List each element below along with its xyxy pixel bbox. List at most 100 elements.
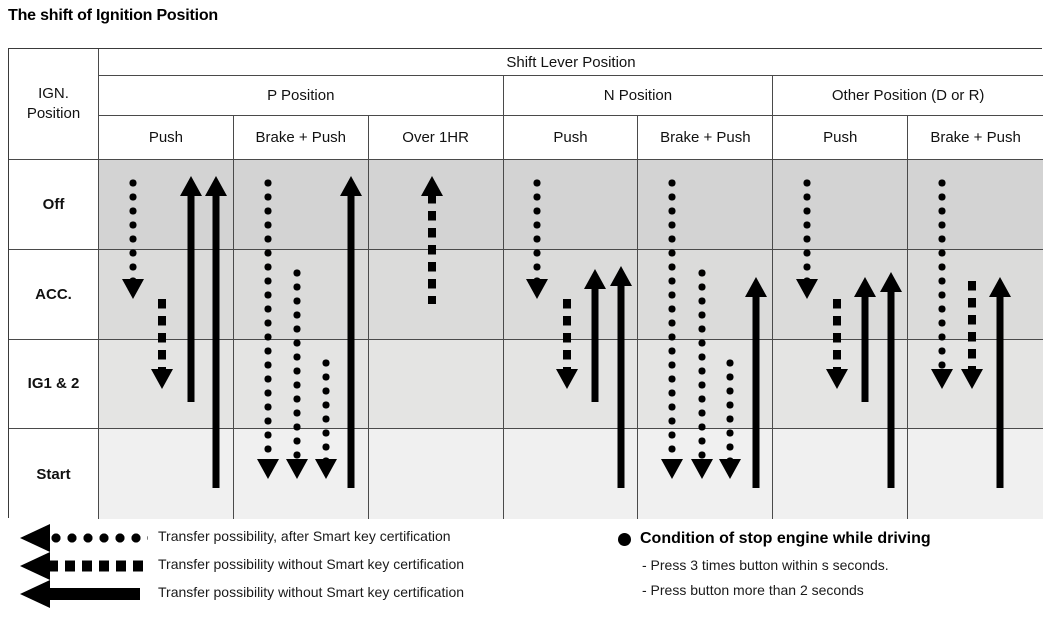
transition-arrow-solid-up xyxy=(609,265,633,488)
condition-item: - Press 3 times button within s seconds. xyxy=(642,557,889,573)
condition-item: - Press button more than 2 seconds xyxy=(642,582,864,598)
row-label-acc-: ACC. xyxy=(9,249,99,340)
cell-r0-c1 xyxy=(233,160,369,250)
arrow-shaft-solid xyxy=(996,294,1004,488)
arrow-head-up-icon xyxy=(988,276,1011,297)
arrow-head-up-icon xyxy=(609,265,632,286)
legend-arrow-dashed-icon xyxy=(20,552,148,580)
arrow-shaft-dotted xyxy=(129,176,137,282)
legend-arrow-solid-icon xyxy=(20,580,148,608)
header-ign-position: IGN. Position xyxy=(9,49,99,160)
arrow-head-up-icon xyxy=(744,276,767,297)
arrow-shaft-dotted xyxy=(533,176,541,282)
arrow-head-left-icon xyxy=(20,580,50,608)
cell-r2-c6 xyxy=(908,340,1043,430)
arrow-shaft-dashed xyxy=(428,194,437,304)
legend-item-label: Transfer possibility, after Smart key ce… xyxy=(158,528,451,544)
transition-arrow-dashed-down xyxy=(825,299,849,389)
cell-r3-c1 xyxy=(234,429,369,519)
cell-r0-c0 xyxy=(99,160,234,250)
arrow-shaft-dashed xyxy=(158,299,167,371)
header-group-n-position: N Position xyxy=(503,76,774,116)
cell-r3-c2 xyxy=(369,429,504,519)
transition-arrow-solid-up xyxy=(744,276,768,488)
arrow-head-down-icon xyxy=(151,368,174,389)
arrow-shaft-dotted xyxy=(668,176,676,461)
cell-r3-c0 xyxy=(99,429,234,519)
arrow-shaft-solid xyxy=(887,290,895,488)
row-background xyxy=(99,160,1043,250)
arrow-head-left-icon xyxy=(20,552,50,580)
bullet-dot-icon xyxy=(618,532,631,546)
arrow-shaft-dashed xyxy=(832,299,841,371)
arrow-shaft-dashed xyxy=(967,281,976,371)
arrow-head-down-icon xyxy=(286,458,309,479)
legend-line-solid xyxy=(48,588,140,600)
transition-arrow-dashed-down xyxy=(150,299,174,389)
cell-r2-c4 xyxy=(638,339,774,430)
cell-r2-c3 xyxy=(503,339,639,430)
arrow-shaft-solid xyxy=(617,283,625,488)
condition-title-text: Condition of stop engine while driving xyxy=(640,530,931,547)
arrow-head-up-icon xyxy=(421,176,444,197)
arrow-shaft-dotted xyxy=(938,176,946,371)
cell-r2-c5 xyxy=(773,339,909,430)
legend-item-label: Transfer possibility without Smart key c… xyxy=(158,556,465,572)
legend-stop-engine-condition: Condition of stop engine while driving -… xyxy=(618,530,1038,598)
cell-r0-c5 xyxy=(773,160,909,250)
cell-r3-c6 xyxy=(908,429,1043,519)
cell-r1-c0 xyxy=(99,249,234,340)
cell-r2-c1 xyxy=(233,339,369,430)
arrow-head-down-icon xyxy=(555,368,578,389)
header-shift-lever-position: Shift Lever Position xyxy=(99,49,1043,76)
arrow-head-up-icon xyxy=(584,269,607,290)
arrow-head-down-icon xyxy=(930,368,953,389)
transition-arrow-dotted-down xyxy=(285,265,309,479)
arrow-head-up-icon xyxy=(853,276,876,297)
arrow-shaft-dotted xyxy=(322,355,330,461)
arrow-head-down-icon xyxy=(314,458,337,479)
arrow-head-down-icon xyxy=(796,279,818,300)
row-label-off: Off xyxy=(9,160,99,250)
header-column-4-brake-push: Brake + Push xyxy=(638,116,774,160)
arrow-head-down-icon xyxy=(825,368,848,389)
header-column-1-brake-push: Brake + Push xyxy=(233,116,369,160)
arrow-shaft-dotted xyxy=(698,265,706,461)
header-column-0-push: Push xyxy=(99,116,234,160)
legend-item: Transfer possibility without Smart key c… xyxy=(10,580,570,608)
arrow-shaft-dashed xyxy=(562,299,571,371)
transition-arrow-solid-up xyxy=(853,276,877,403)
page-title: The shift of Ignition Position xyxy=(8,7,218,24)
transition-arrow-dotted-down xyxy=(718,355,742,479)
legend-item: Transfer possibility without Smart key c… xyxy=(10,552,570,580)
cell-r1-c5 xyxy=(773,249,909,340)
cell-r1-c1 xyxy=(233,249,369,340)
cell-r3-c3 xyxy=(504,429,639,519)
arrow-head-up-icon xyxy=(179,176,202,197)
arrow-shaft-dotted xyxy=(803,176,811,282)
arrow-head-down-icon xyxy=(960,368,983,389)
transition-arrow-solid-up xyxy=(988,276,1012,488)
arrow-head-down-icon xyxy=(121,279,144,300)
row-background xyxy=(99,429,1043,519)
transition-arrow-dotted-down xyxy=(121,176,145,300)
legend-item: Transfer possibility, after Smart key ce… xyxy=(10,524,570,552)
legend-arrow-dotted-icon xyxy=(20,524,148,552)
legend-item-label: Transfer possibility without Smart key c… xyxy=(158,584,465,600)
row-label-ig1-2: IG1 & 2 xyxy=(9,339,99,430)
transition-arrow-dotted-down xyxy=(795,176,819,300)
transition-arrow-solid-up xyxy=(583,269,607,403)
header-column-3-push: Push xyxy=(503,116,639,160)
header-group-p-position: P Position xyxy=(99,76,504,116)
cell-r2-c2 xyxy=(368,339,504,430)
cell-r0-c2 xyxy=(368,160,504,250)
row-background xyxy=(99,249,1043,340)
arrow-shaft-dotted xyxy=(726,355,734,461)
transition-arrow-dotted-down xyxy=(690,265,714,479)
cell-r1-c4 xyxy=(638,249,774,340)
arrow-shaft-solid xyxy=(347,194,355,488)
legend-line-dotted xyxy=(48,532,148,544)
arrow-head-up-icon xyxy=(879,272,902,293)
cell-r3-c5 xyxy=(773,429,909,519)
